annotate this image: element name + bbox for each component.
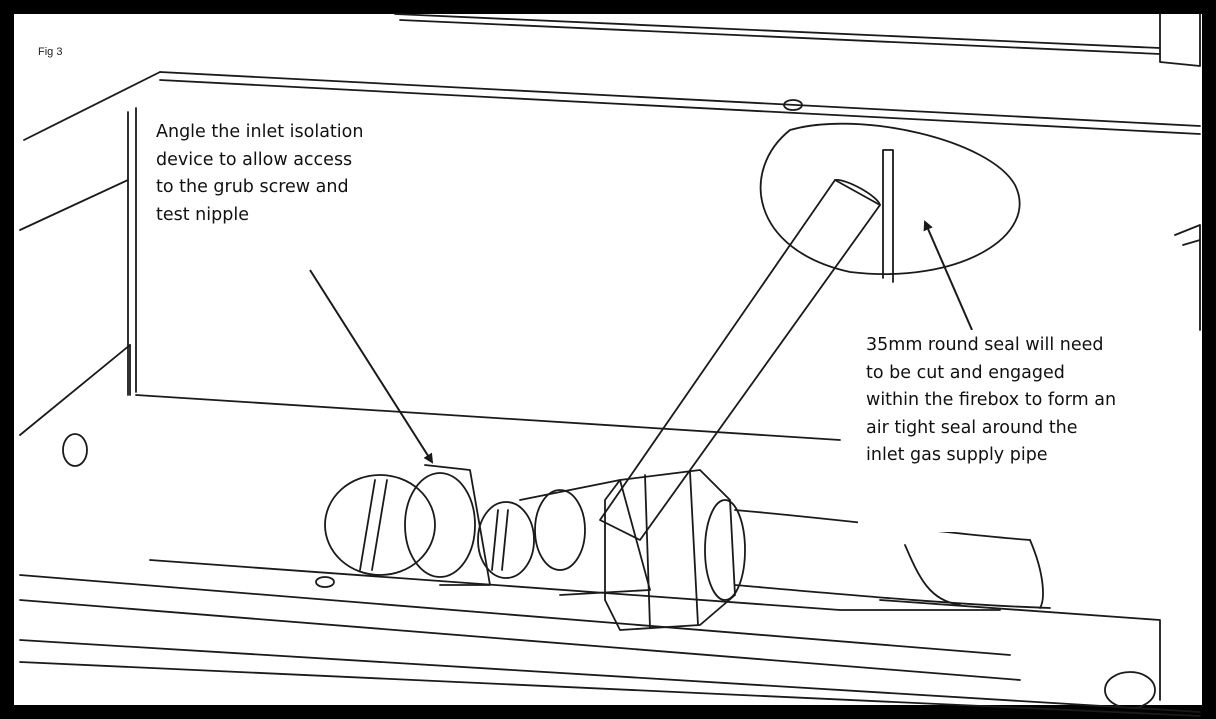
isolation-device-slot bbox=[359, 479, 388, 571]
callout-isolation-device: Angle the inlet isolation device to allo… bbox=[152, 116, 445, 232]
callout-line: inlet gas supply pipe bbox=[866, 445, 1048, 465]
floor-front-edge bbox=[19, 574, 1011, 656]
side-knob bbox=[62, 433, 88, 467]
figure-label: Fig 3 bbox=[38, 46, 63, 58]
isolation-device-ring bbox=[404, 472, 476, 578]
callout-line: 35mm round seal will need bbox=[866, 335, 1104, 355]
grub-screw bbox=[477, 501, 535, 579]
tray-top-edge-inner bbox=[159, 79, 1201, 135]
supply-pipe-bend bbox=[904, 539, 1044, 609]
callout-arrow-right bbox=[923, 220, 973, 331]
right-plate bbox=[879, 599, 1161, 701]
floor-front-edge-2 bbox=[19, 599, 1021, 681]
callout-line: to be cut and engaged bbox=[866, 362, 1065, 383]
callout-line: test nipple bbox=[156, 204, 249, 225]
right-wall-inner bbox=[1182, 239, 1201, 246]
callout-line: device to allow access bbox=[156, 149, 353, 170]
left-wall bbox=[19, 179, 129, 231]
mounting-hole-top bbox=[783, 99, 803, 111]
top-right-panel-lower bbox=[399, 19, 1161, 55]
seal-slot bbox=[882, 149, 894, 283]
compression-nut bbox=[604, 469, 736, 631]
floor-front-edge-4 bbox=[19, 661, 1201, 717]
callout-line: air tight seal around the bbox=[866, 417, 1078, 438]
left-wall-lower bbox=[19, 344, 131, 436]
top-right-panel bbox=[394, 13, 1161, 49]
callout-round-seal: 35mm round seal will need to be cut and … bbox=[858, 330, 1199, 532]
floor-front-edge-3 bbox=[19, 639, 1201, 713]
floor-back-edge bbox=[135, 394, 841, 441]
inner-plate-edge bbox=[149, 559, 1001, 611]
lower-fitting bbox=[1104, 671, 1156, 709]
test-nipple bbox=[534, 489, 586, 571]
top-right-bracket bbox=[1159, 13, 1201, 67]
callout-line: Angle the inlet isolation bbox=[156, 122, 364, 142]
compression-nut-end bbox=[704, 499, 746, 601]
round-seal bbox=[759, 122, 1021, 275]
tray-left-edge bbox=[23, 71, 161, 141]
right-wall bbox=[1174, 224, 1201, 331]
tray-top-edge bbox=[159, 71, 1201, 127]
diagonal-pipe bbox=[599, 179, 881, 541]
callout-line: to the grub screw and bbox=[156, 177, 349, 197]
mounting-hole-bottom bbox=[315, 576, 335, 588]
compression-nut-face bbox=[644, 471, 699, 629]
grub-screw-slot bbox=[491, 509, 509, 571]
callout-line: within the firebox to form an bbox=[866, 390, 1117, 410]
isolation-device-cap bbox=[324, 474, 436, 576]
pipe-end bbox=[834, 179, 881, 206]
callout-arrow-left bbox=[309, 269, 434, 464]
